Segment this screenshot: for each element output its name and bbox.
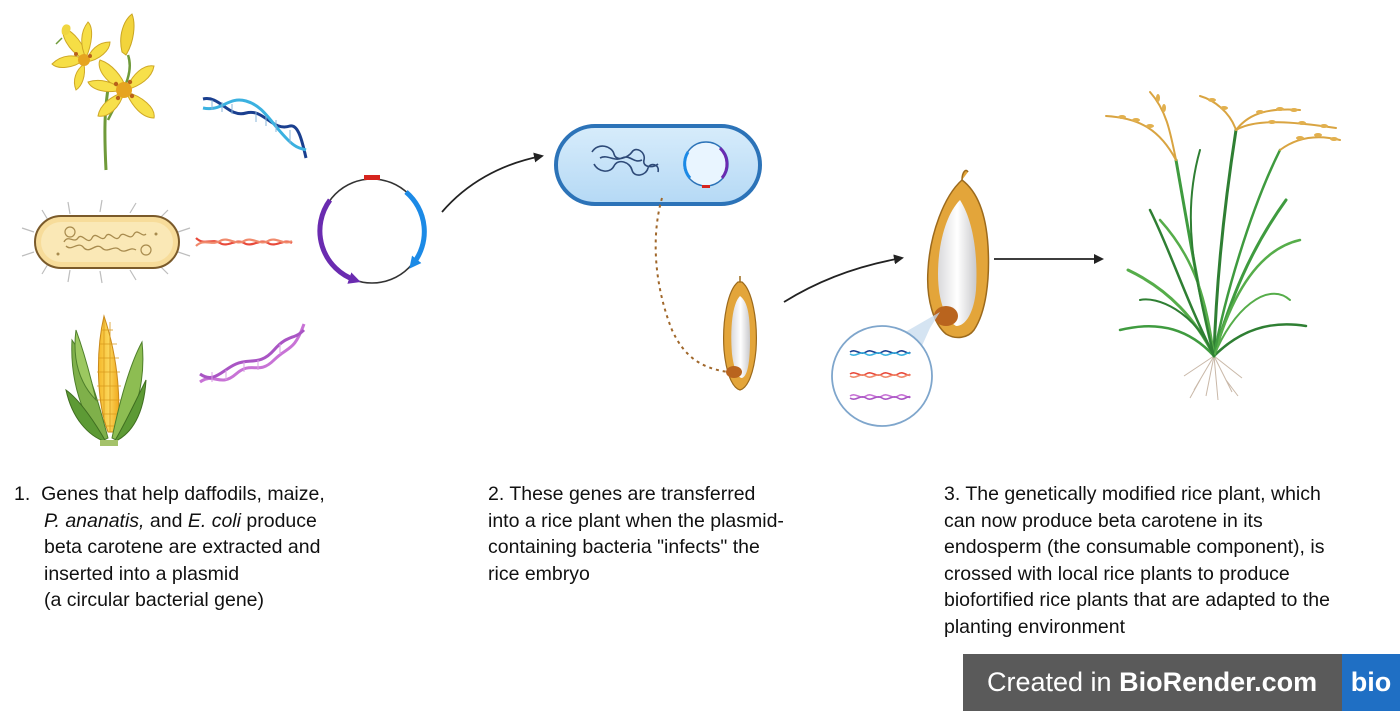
- caption-line: inserted into a plasmid: [44, 562, 240, 585]
- rice-grain-icon: [723, 276, 757, 391]
- rice-plant-icon: [1105, 91, 1341, 401]
- caption-line: into a rice plant when the plasmid-: [488, 509, 784, 532]
- caption-line: can now produce beta carotene in its: [944, 509, 1263, 532]
- plasmid-icon: [317, 175, 427, 284]
- dna-strand-blue-icon: [202, 97, 308, 159]
- daffodil-icon: [51, 13, 155, 171]
- biorender-badge[interactable]: Created in BioRender.com bio: [963, 654, 1400, 711]
- caption-line: planting environment: [944, 615, 1126, 638]
- caption-line: biofortified rice plants that are adapte…: [944, 589, 1330, 611]
- step-1-caption: 1. Genes that help daffodils, maize, P. …: [14, 481, 325, 614]
- dna-strand-red-icon: [195, 237, 293, 247]
- gene-inset-icon: [831, 312, 940, 427]
- bacterium-icon: [21, 199, 191, 284]
- dna-strand-pink-icon: [199, 323, 306, 384]
- caption-line: P. ananatis, and E. coli produce: [44, 509, 317, 532]
- caption-line: 2. These genes are transferred: [488, 483, 756, 505]
- caption-line: rice embryo: [488, 562, 590, 585]
- maize-icon: [65, 314, 147, 446]
- step-2-caption: 2. These genes are transferred into a ri…: [488, 481, 784, 587]
- arrow-icon: [783, 254, 904, 303]
- caption-line: (a circular bacterial gene): [44, 589, 265, 611]
- badge-text: Created in BioRender.com: [987, 667, 1318, 697]
- caption-line: beta carotene are extracted and: [44, 536, 321, 558]
- badge-brand: BioRender.com: [1119, 667, 1318, 697]
- transfer-path: [654, 197, 729, 373]
- biorender-logo-icon: bio: [1342, 654, 1400, 711]
- caption-line: endosperm (the consumable component), is: [944, 536, 1325, 558]
- rice-grain-large-icon: [926, 169, 990, 339]
- caption-line: containing bacteria "infects" the: [488, 536, 760, 558]
- caption-line: 3. The genetically modified rice plant, …: [944, 483, 1321, 505]
- arrow-icon: [441, 152, 544, 213]
- caption-line: crossed with local rice plants to produc…: [944, 562, 1290, 585]
- step-3-caption: 3. The genetically modified rice plant, …: [944, 481, 1330, 640]
- bacterial-cell-icon: [554, 124, 762, 206]
- caption-line: 1. Genes that help daffodils, maize,: [14, 483, 325, 505]
